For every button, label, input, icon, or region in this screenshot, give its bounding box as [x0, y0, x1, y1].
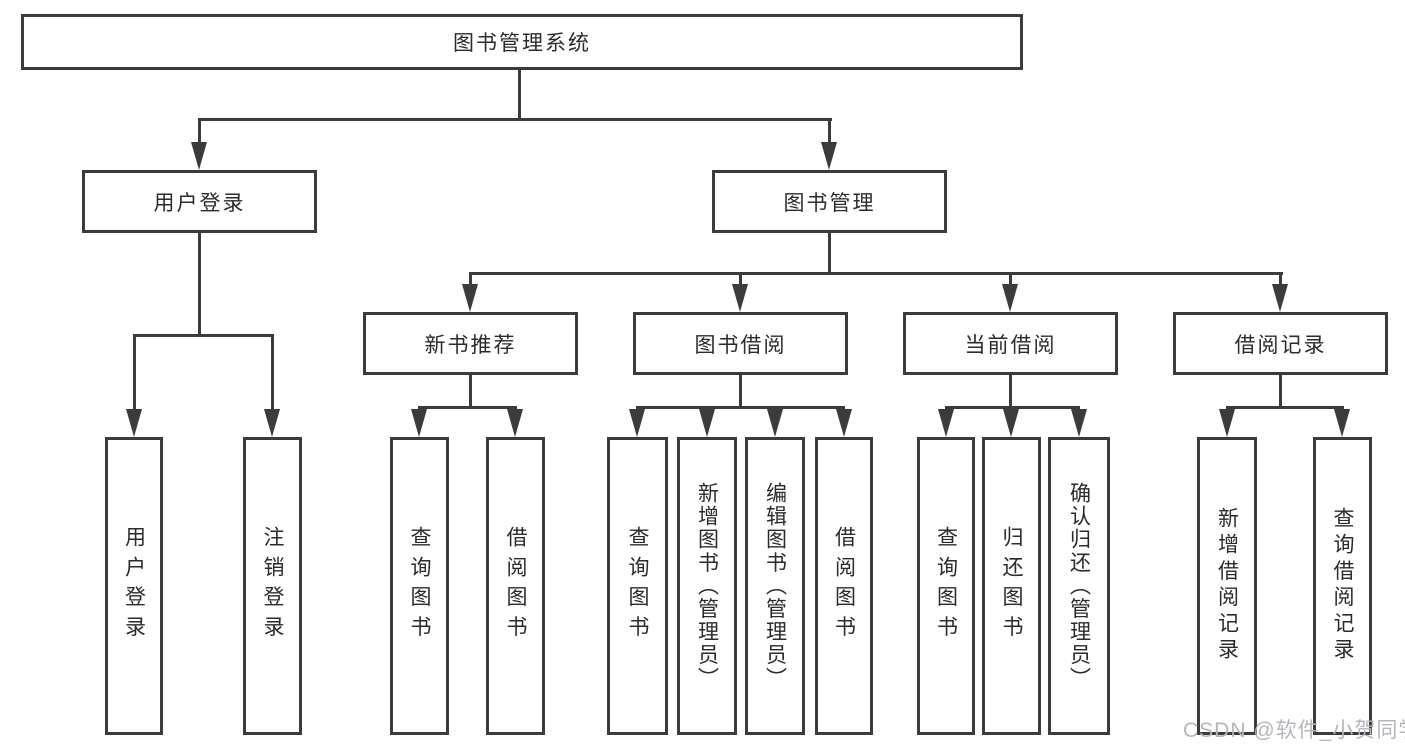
- arrow-down-icon: [1002, 284, 1018, 312]
- leaf-query-borrow-record: 查询借阅记录: [1313, 437, 1372, 735]
- connector-line: [469, 375, 472, 406]
- leaf-query-borrow-record-label: 查询借阅记录: [1331, 507, 1354, 665]
- node-borrow-record-label: 借阅记录: [1234, 333, 1327, 357]
- node-root-label: 图书管理系统: [453, 32, 591, 55]
- connector-line: [945, 406, 1080, 409]
- node-book-management-label: 图书管理: [783, 191, 876, 215]
- connector-line: [828, 233, 831, 272]
- connector-line: [198, 233, 201, 334]
- arrow-down-icon: [191, 142, 207, 170]
- arrow-down-icon: [699, 409, 715, 437]
- connector-line: [198, 118, 201, 144]
- node-book-management: 图书管理: [712, 170, 947, 233]
- connector-line: [518, 70, 521, 118]
- arrow-down-icon: [821, 142, 837, 170]
- arrow-down-icon: [1334, 409, 1350, 437]
- connector-line: [1226, 406, 1344, 409]
- node-borrow-record: 借阅记录: [1173, 312, 1388, 375]
- connector-line: [133, 334, 274, 337]
- leaf-logout: 注销登录: [243, 437, 302, 735]
- leaf-add-book-admin: 新增图书（管理员）: [677, 437, 737, 735]
- leaf-add-book-admin-label: 新增图书（管理员）: [695, 482, 719, 690]
- leaf-return-book: 归还图书: [982, 437, 1041, 735]
- arrow-down-icon: [1219, 409, 1235, 437]
- leaf-borrow-book-label: 借阅图书: [832, 526, 856, 646]
- connector-line: [1279, 272, 1282, 284]
- leaf-recommend-borrow-book-label: 借阅图书: [504, 526, 527, 646]
- arrow-down-icon: [767, 409, 783, 437]
- node-book-borrow: 图书借阅: [633, 312, 848, 375]
- leaf-borrow-book: 借阅图书: [815, 437, 873, 735]
- leaf-user-login-label: 用户登录: [122, 526, 146, 646]
- node-new-book-recommend: 新书推荐: [363, 312, 578, 375]
- connector-line: [739, 272, 742, 284]
- arrow-down-icon: [507, 409, 523, 437]
- node-book-borrow-label: 图书借阅: [694, 333, 787, 357]
- arrow-down-icon: [1003, 409, 1019, 437]
- leaf-edit-book-admin-label: 编辑图书（管理员）: [763, 482, 787, 690]
- arrow-down-icon: [462, 284, 478, 312]
- leaf-return-book-label: 归还图书: [1000, 526, 1023, 646]
- leaf-current-query-book-label: 查询图书: [934, 526, 958, 646]
- connector-line: [469, 272, 1283, 275]
- connector-line: [418, 406, 517, 409]
- node-current-borrow-label: 当前借阅: [964, 333, 1057, 357]
- connector-line: [739, 375, 742, 406]
- arrow-down-icon: [1071, 409, 1087, 437]
- connector-line: [271, 334, 274, 409]
- arrow-down-icon: [938, 409, 954, 437]
- arrow-down-icon: [1272, 284, 1288, 312]
- leaf-confirm-return-admin-label: 确认归还（管理员）: [1067, 482, 1091, 690]
- node-user-login: 用户登录: [82, 170, 317, 233]
- connector-line: [469, 272, 472, 284]
- leaf-borrow-query-book-label: 查询图书: [626, 526, 649, 646]
- connector-line: [828, 118, 831, 144]
- node-user-login-label: 用户登录: [153, 191, 246, 215]
- arrow-down-icon: [264, 409, 280, 437]
- connector-line: [133, 334, 136, 409]
- connector-line: [1009, 375, 1012, 406]
- connector-line: [198, 118, 832, 121]
- leaf-borrow-query-book: 查询图书: [607, 437, 668, 735]
- leaf-edit-book-admin: 编辑图书（管理员）: [745, 437, 805, 735]
- leaf-add-borrow-record-label: 新增借阅记录: [1215, 507, 1239, 665]
- leaf-confirm-return-admin: 确认归还（管理员）: [1048, 437, 1110, 735]
- arrow-down-icon: [126, 409, 142, 437]
- leaf-recommend-borrow-book: 借阅图书: [486, 437, 545, 735]
- leaf-recommend-query-book: 查询图书: [390, 437, 449, 735]
- leaf-current-query-book: 查询图书: [917, 437, 975, 735]
- connector-line: [1279, 375, 1282, 406]
- leaf-recommend-query-book-label: 查询图书: [408, 526, 431, 646]
- node-current-borrow: 当前借阅: [903, 312, 1118, 375]
- arrow-down-icon: [629, 409, 645, 437]
- arrow-down-icon: [836, 409, 852, 437]
- node-root: 图书管理系统: [21, 14, 1023, 70]
- arrow-down-icon: [732, 284, 748, 312]
- arrow-down-icon: [411, 409, 427, 437]
- node-new-book-recommend-label: 新书推荐: [424, 333, 517, 357]
- leaf-add-borrow-record: 新增借阅记录: [1197, 437, 1257, 735]
- csdn-watermark: CSDN @软件_小贺同学: [1183, 719, 1405, 742]
- leaf-user-login: 用户登录: [105, 437, 163, 735]
- connector-line: [1009, 272, 1012, 284]
- leaf-logout-label: 注销登录: [261, 526, 284, 646]
- connector-line: [636, 406, 845, 409]
